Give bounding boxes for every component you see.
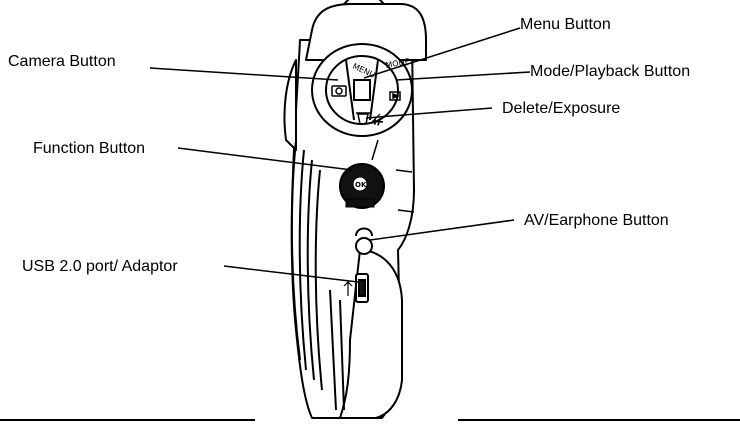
exposure-icon: +/-: [371, 113, 384, 127]
camera-icon: [331, 85, 347, 97]
label-camera-button: Camera Button: [8, 53, 116, 70]
function-dial: [339, 163, 385, 209]
top-control-pad: [311, 43, 413, 137]
ok-key-text: OK: [355, 181, 367, 189]
leader-function: [177, 147, 353, 171]
body-seams: [371, 139, 415, 213]
leader-camera: [149, 67, 339, 81]
leader-menu: [363, 27, 521, 79]
label-menu-button: Menu Button: [520, 16, 611, 33]
label-av-earphone-button: AV/Earphone Button: [524, 212, 669, 229]
svg-text:+/-: +/-: [372, 118, 383, 126]
leader-delete: [365, 107, 493, 119]
label-delete-exposure: Delete/Exposure: [502, 100, 621, 117]
leader-av: [369, 219, 515, 241]
leader-mode: [395, 71, 531, 81]
headphone-icon: [355, 227, 373, 255]
label-usb-port-adaptor: USB 2.0 port/ Adaptor: [22, 258, 178, 275]
playback-icon: [389, 91, 401, 101]
trash-icon: [356, 112, 370, 125]
leader-usb: [223, 265, 359, 283]
mode-key-text: MODE: [385, 57, 411, 70]
label-mode-playback-button: Mode/Playback Button: [530, 63, 691, 80]
usb-icon: [343, 273, 369, 303]
bottom-rule-left: [0, 419, 255, 421]
label-function-button: Function Button: [33, 140, 146, 157]
bottom-rule-right: [458, 419, 740, 421]
leader-lines: [149, 27, 531, 283]
